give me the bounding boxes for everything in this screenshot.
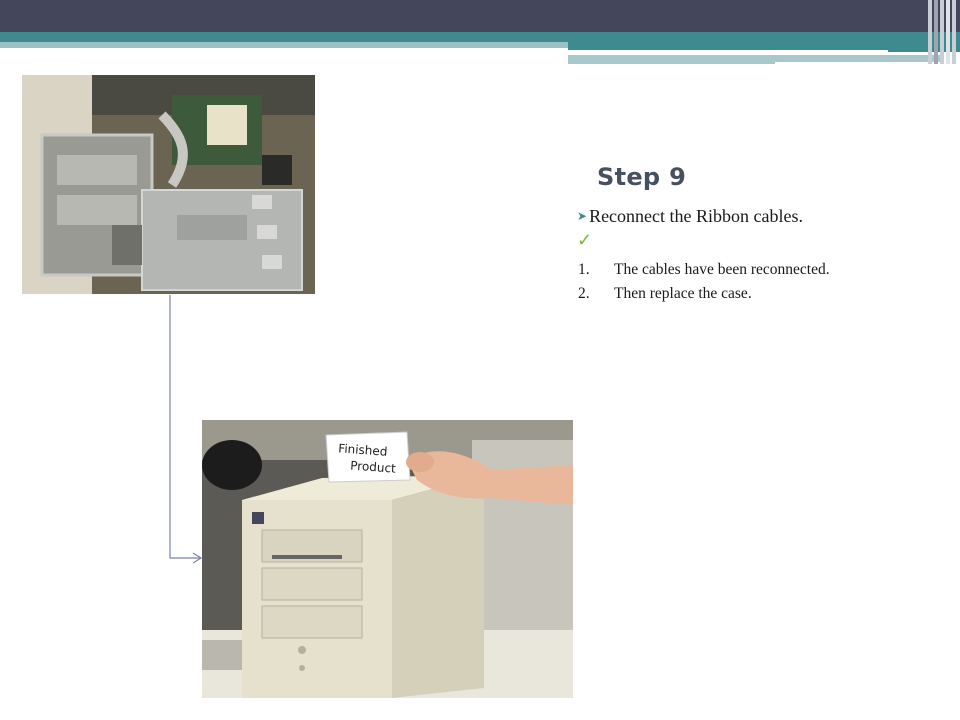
- list-item: 1. The cables have been reconnected.: [578, 258, 830, 282]
- photo-finished-computer: Finished Product: [202, 420, 573, 698]
- card-finished-text: Finished: [338, 441, 388, 458]
- list-text: Then replace the case.: [614, 285, 752, 302]
- card-product-text: Product: [350, 458, 397, 475]
- list-number: 2.: [578, 285, 590, 302]
- header-divider-line: [568, 50, 888, 53]
- slide-title: Step 9: [597, 163, 687, 191]
- header-accent-light: [0, 42, 568, 48]
- photo-open-computer-case: [22, 75, 315, 294]
- list-text: The cables have been reconnected.: [614, 261, 830, 278]
- list-item: 2. Then replace the case.: [578, 282, 830, 306]
- bullet-arrow-icon: ➤: [577, 209, 588, 223]
- checkmark-icon: ✓: [577, 230, 593, 250]
- header-bar: [0, 0, 960, 32]
- list-number: 1.: [578, 261, 590, 278]
- header-accent-right: [568, 42, 960, 52]
- header-light-bar: [568, 55, 940, 64]
- header-accent-band: [0, 32, 960, 42]
- bullet-item: ➤Reconnect the Ribbon cables.: [577, 206, 803, 227]
- header-light-divider: [775, 62, 940, 65]
- header-stripes: [928, 0, 960, 64]
- numbered-list: 1. The cables have been reconnected. 2. …: [578, 258, 830, 306]
- bullet-text: Reconnect the Ribbon cables.: [589, 206, 803, 226]
